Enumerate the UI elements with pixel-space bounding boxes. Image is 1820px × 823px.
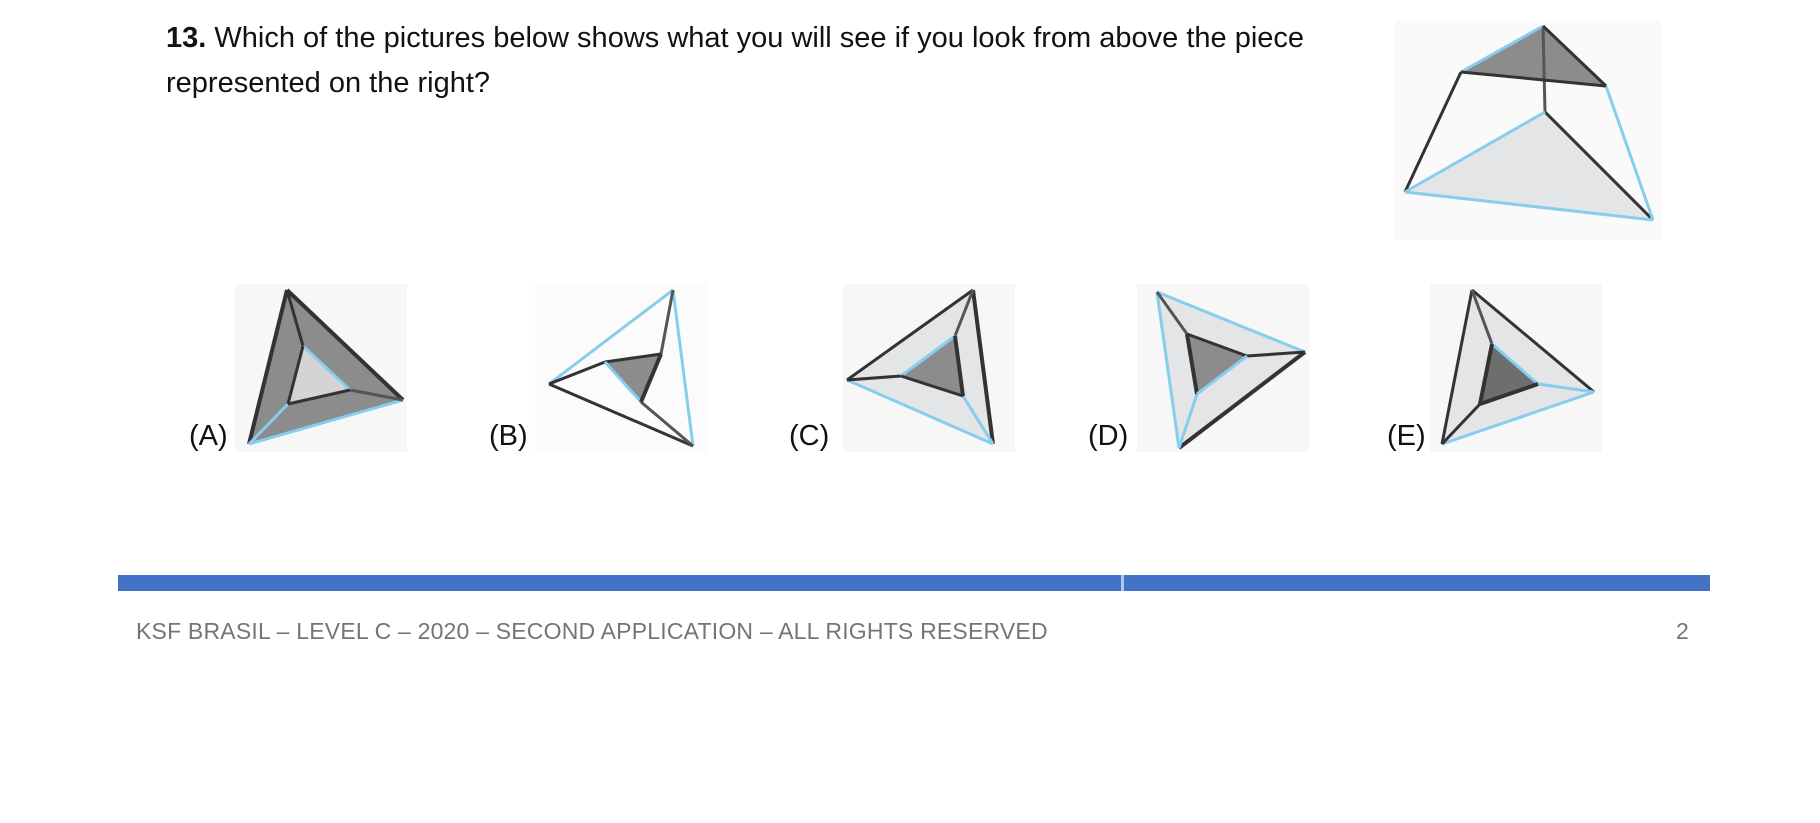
option-d-figure[interactable] <box>1137 284 1309 452</box>
option-b-figure[interactable] <box>535 284 707 452</box>
reference-piece-figure <box>1395 20 1661 240</box>
option-c-figure[interactable] <box>843 284 1015 452</box>
footer-text: KSF BRASIL – LEVEL C – 2020 – SECOND APP… <box>136 618 1048 644</box>
footer-bar <box>118 575 1710 591</box>
option-e-label[interactable]: (E) <box>1387 420 1426 452</box>
option-c-label[interactable]: (C) <box>789 420 830 452</box>
option-d-label[interactable]: (D) <box>1088 420 1129 452</box>
option-b-label[interactable]: (B) <box>489 420 528 452</box>
option-a-figure[interactable] <box>235 284 407 452</box>
page-number: 2 <box>1676 618 1689 644</box>
option-a-label[interactable]: (A) <box>189 420 228 452</box>
option-e-figure[interactable] <box>1430 284 1602 452</box>
question-text: 13. Which of the pictures below shows wh… <box>166 16 1396 106</box>
question-body: Which of the pictures below shows what y… <box>166 22 1305 99</box>
question-number: 13. <box>166 22 207 54</box>
